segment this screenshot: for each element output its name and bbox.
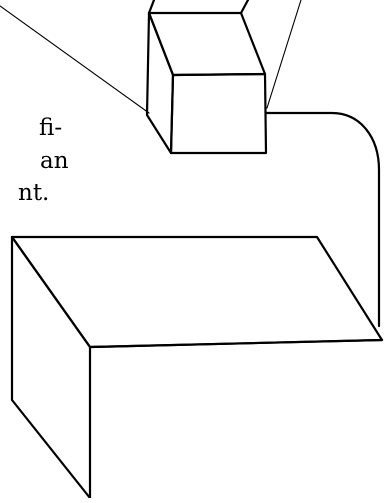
connecting-cable	[264, 111, 381, 328]
large-box-front-edge	[88, 338, 384, 349]
text-fragment: nt.	[18, 180, 50, 206]
small-cube	[145, 0, 268, 155]
right-projection-line	[266, 0, 302, 109]
large-box-side-face	[10, 235, 92, 500]
small-cube-front-face	[169, 72, 268, 155]
small-cube-upper-right-edge	[239, 0, 250, 15]
text-fragment: fi-	[39, 115, 63, 141]
text-fragment: an	[40, 148, 69, 174]
large-box-top-face	[10, 235, 384, 349]
large-box	[10, 235, 384, 500]
small-cube-side-face	[145, 11, 175, 155]
small-cube-upper-left-edge	[147, 0, 156, 15]
small-cube-top-face	[147, 11, 267, 77]
left-projection-line	[0, 5, 150, 114]
